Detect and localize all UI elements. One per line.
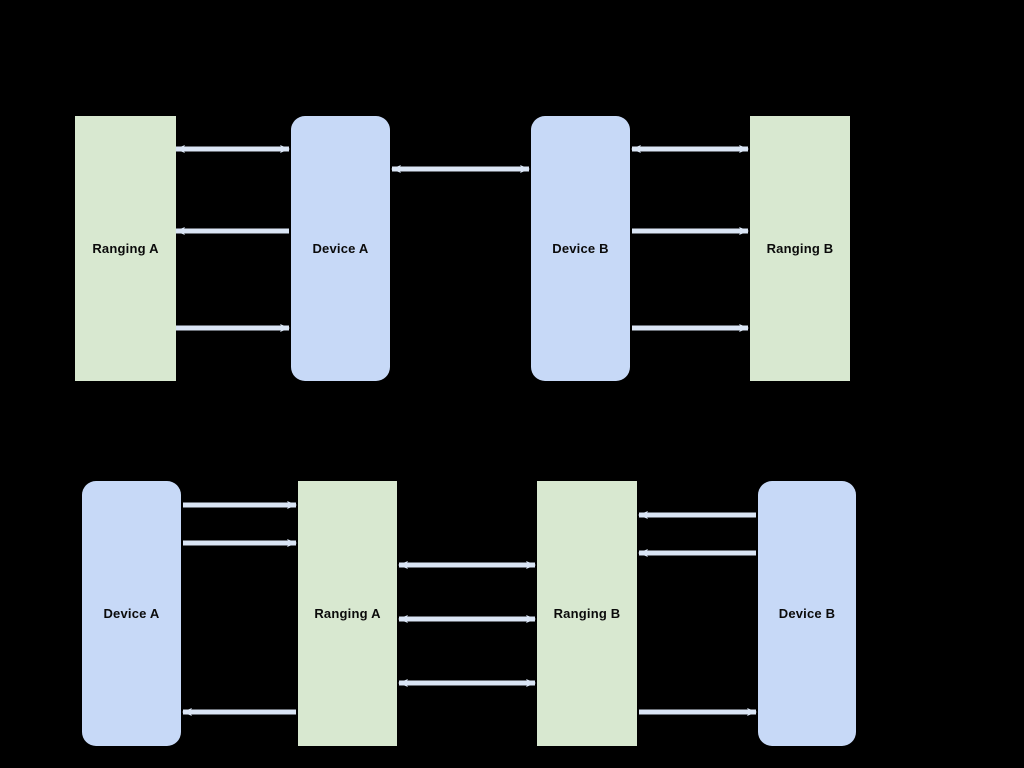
node-top-ranging-a[interactable]: Ranging A	[75, 116, 176, 381]
node-top-device-a[interactable]: Device A	[291, 116, 390, 381]
node-bottom-ranging-b[interactable]: Ranging B	[537, 481, 637, 746]
node-label: Device A	[103, 605, 160, 621]
node-bottom-device-b[interactable]: Device B	[758, 481, 856, 746]
node-top-ranging-b[interactable]: Ranging B	[750, 116, 850, 381]
node-label: Ranging A	[314, 605, 381, 621]
node-bottom-device-a[interactable]: Device A	[82, 481, 181, 746]
node-bottom-ranging-a[interactable]: Ranging A	[298, 481, 397, 746]
node-label: Ranging B	[766, 240, 834, 256]
connector-group	[175, 145, 757, 716]
node-label: Device A	[312, 240, 369, 256]
node-top-device-b[interactable]: Device B	[531, 116, 630, 381]
node-label: Device B	[552, 240, 609, 256]
node-label: Ranging B	[553, 605, 621, 621]
node-label: Device B	[778, 605, 836, 621]
node-label: Ranging A	[92, 240, 159, 256]
